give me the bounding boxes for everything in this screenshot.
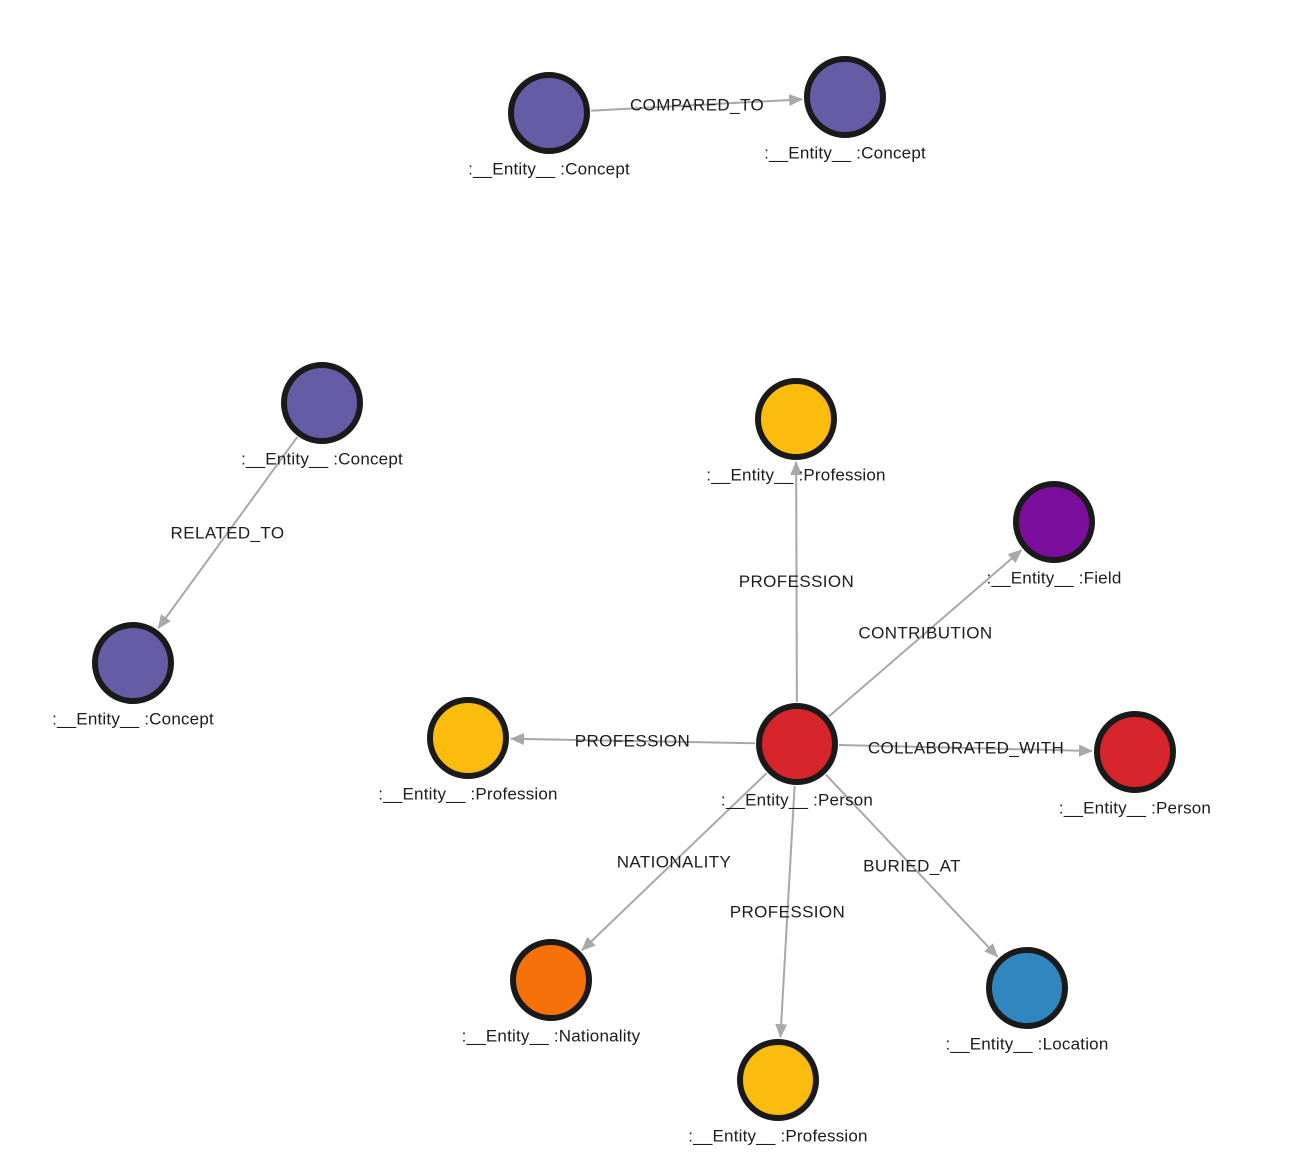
node-caption: :__Entity__ :Nationality: [462, 1027, 641, 1046]
node-caption: :__Entity__ :Concept: [241, 450, 403, 469]
node-caption: :__Entity__ :Field: [987, 569, 1122, 588]
nodes-layer: [92, 56, 1176, 1121]
node-caption: :__Entity__ :Concept: [468, 160, 630, 179]
node-caption: :__Entity__ :Profession: [378, 785, 557, 804]
node-caption: :__Entity__ :Location: [946, 1035, 1109, 1054]
node-concept-3[interactable]: [281, 362, 363, 444]
relationship-edge[interactable]: [157, 436, 299, 630]
relationship-caption[interactable]: RELATED_TO: [171, 524, 285, 543]
node-person-1[interactable]: [756, 703, 838, 785]
node-caption: :__Entity__ :Person: [1059, 799, 1211, 818]
relationship-edge[interactable]: [825, 773, 999, 958]
node-field-1[interactable]: [1013, 481, 1095, 563]
relationship-edge[interactable]: [590, 94, 804, 112]
relationship-caption[interactable]: PROFESSION: [739, 572, 854, 591]
node-person-2[interactable]: [1094, 711, 1176, 793]
relationship-caption[interactable]: CONTRIBUTION: [858, 624, 992, 643]
node-profession-3[interactable]: [737, 1039, 819, 1121]
node-caption: :__Entity__ :Concept: [764, 144, 926, 163]
edges-layer: [157, 94, 1094, 1039]
relationship-edge[interactable]: [581, 772, 768, 951]
relationship-edge[interactable]: [828, 549, 1023, 718]
relationship-caption[interactable]: NATIONALITY: [617, 853, 732, 872]
relationship-caption[interactable]: PROFESSION: [575, 732, 690, 751]
node-caption: :__Entity__ :Concept: [52, 710, 214, 729]
node-caption: :__Entity__ :Profession: [688, 1127, 867, 1146]
relationship-caption[interactable]: PROFESSION: [730, 903, 845, 922]
edge-labels-layer: COMPARED_TO RELATED_TO PROFESSION CONTRIBUT…: [171, 96, 1064, 922]
relationship-caption[interactable]: BURIED_AT: [863, 857, 961, 876]
relationship-edge[interactable]: [838, 743, 1094, 757]
node-location-1[interactable]: [986, 947, 1068, 1029]
relationship-edge[interactable]: [509, 733, 756, 746]
relationship-caption[interactable]: COMPARED_TO: [630, 96, 764, 115]
node-concept-1[interactable]: [508, 72, 590, 154]
node-nationality-1[interactable]: [510, 939, 592, 1021]
node-concept-4[interactable]: [92, 622, 174, 704]
relationship-edge[interactable]: [775, 785, 796, 1039]
relationship-caption[interactable]: COLLABORATED_WITH: [868, 739, 1064, 758]
node-concept-2[interactable]: [804, 56, 886, 138]
node-caption: :__Entity__ :Person: [721, 791, 873, 810]
node-labels-layer: :__Entity__ :Concept :__Entity__ :Concept…: [52, 144, 1211, 1146]
relationship-edge[interactable]: [790, 460, 803, 703]
node-profession-1[interactable]: [755, 378, 837, 460]
node-caption: :__Entity__ :Profession: [706, 466, 885, 485]
node-profession-2[interactable]: [427, 697, 509, 779]
